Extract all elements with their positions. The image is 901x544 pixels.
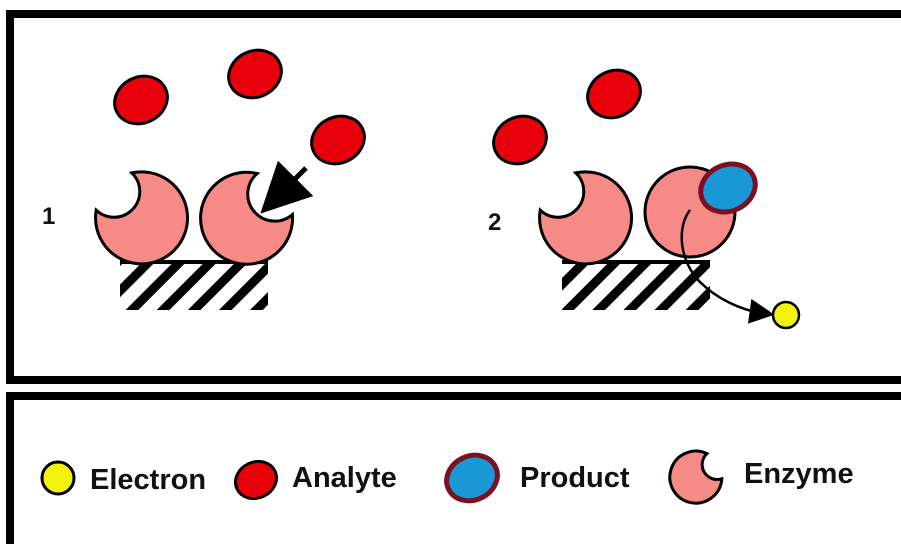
legend-label-product: Product: [520, 462, 630, 494]
legend-frame: [6, 392, 901, 544]
legend-label-electron: Electron: [90, 464, 206, 496]
electron-icon: [40, 460, 76, 496]
enzyme: [199, 170, 295, 266]
electrode-surface: [120, 262, 268, 310]
analyte: [310, 114, 366, 166]
analyte: [492, 114, 548, 166]
legend-label-analyte: Analyte: [292, 462, 397, 494]
electron: [771, 300, 801, 330]
panel-1: 1: [42, 48, 366, 310]
electron-transfer-arrow: [680, 209, 775, 324]
analyte: [113, 74, 169, 126]
step-label-2: 2: [488, 209, 501, 236]
top-panel-frame: [6, 10, 901, 384]
legend-label-enzyme: Enzyme: [744, 458, 854, 490]
electrode-surface: [562, 262, 710, 310]
analyte: [586, 68, 642, 120]
binding-arrow: [260, 160, 314, 214]
enzyme: [94, 170, 190, 266]
product: [698, 161, 758, 215]
enzyme-icon: [668, 449, 724, 505]
step-label-1: 1: [42, 203, 55, 230]
legend: Electron Analyte Product Enzyme: [40, 449, 854, 505]
analyte-icon: [234, 459, 278, 501]
panel-2: 2: [488, 68, 801, 330]
product-icon: [444, 452, 500, 504]
analyte: [227, 48, 283, 100]
enzyme: [538, 170, 634, 266]
